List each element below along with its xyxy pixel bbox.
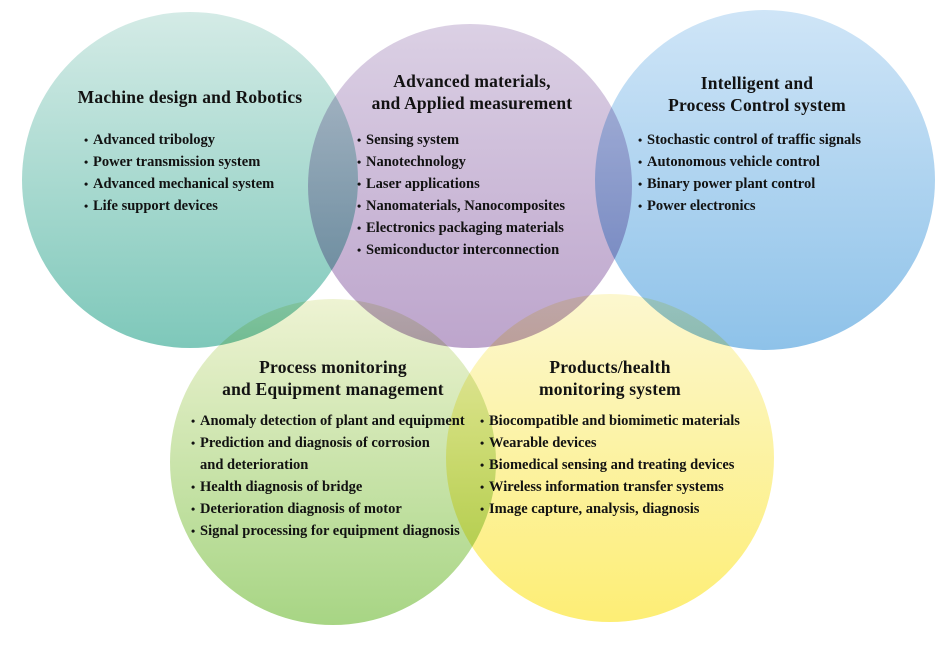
topic-text: Wearable devices — [489, 435, 597, 451]
bullet-icon: • — [357, 199, 362, 213]
topic-text: Autonomous vehicle control — [647, 154, 820, 170]
topic-item: • Stochastic control of traffic signals — [638, 129, 933, 151]
topic-text: Power transmission system — [93, 154, 261, 170]
topic-item: • Biomedical sensing and treating devices — [480, 454, 775, 476]
topic-item: • Deterioration diagnosis of motor — [191, 498, 491, 520]
topic-text: Life support devices — [93, 198, 218, 214]
bullet-icon: • — [357, 155, 362, 169]
topic-text: Stochastic control of traffic signals — [647, 132, 861, 148]
topic-text: Electronics packaging materials — [366, 220, 564, 236]
topic-item: • Signal processing for equipment diagnos… — [191, 520, 491, 542]
bullet-icon: • — [480, 480, 485, 494]
venn-circle-process — [170, 299, 496, 625]
topic-text: Nanomaterials, Nanocomposites — [366, 198, 565, 214]
topic-text: Biomedical sensing and treating devices — [489, 457, 735, 473]
bullet-icon: • — [638, 133, 643, 147]
topic-item: • Laser applications — [357, 173, 637, 195]
circle-title-machine: Machine design and Robotics — [77, 87, 303, 107]
venn-circle-materials — [308, 24, 632, 348]
venn-circle-intelligent — [595, 10, 935, 350]
topic-item: • Nanotechnology — [357, 151, 637, 173]
topic-text: Image capture, analysis, diagnosis — [489, 501, 700, 517]
topic-item: • Binary power plant control — [638, 173, 933, 195]
topic-text: Advanced tribology — [93, 132, 216, 148]
topic-text: Wireless information transfer systems — [489, 479, 724, 495]
bullet-icon: • — [638, 177, 643, 191]
topic-item: • Image capture, analysis, diagnosis — [480, 498, 775, 520]
bullet-icon: • — [638, 155, 643, 169]
topic-list-machine: • Advanced tribology • Power transmission s… — [84, 129, 354, 217]
bullet-icon: • — [84, 177, 89, 191]
bullet-icon: • — [357, 133, 362, 147]
bullet-icon: • — [191, 480, 196, 494]
topic-text: Signal processing for equipment diagnosi… — [200, 523, 460, 539]
topic-item: • Sensing system — [357, 129, 637, 151]
topic-item: • Power transmission system — [84, 151, 354, 173]
bullet-icon: • — [84, 133, 89, 147]
bullet-icon: • — [480, 414, 485, 428]
bullet-icon: • — [84, 199, 89, 213]
topic-item: • Biocompatible and biomimetic materials — [480, 410, 775, 432]
bullet-icon: • — [480, 502, 485, 516]
topic-text: Nanotechnology — [366, 154, 466, 170]
topic-item: • Wearable devices — [480, 432, 775, 454]
topic-text: Binary power plant control — [647, 176, 816, 192]
bullet-icon: • — [357, 177, 362, 191]
topic-item: • Health diagnosis of bridge — [191, 476, 491, 498]
venn-circle-products — [446, 294, 774, 622]
topic-text: Health diagnosis of bridge — [200, 479, 363, 495]
topic-item: • Nanomaterials, Nanocomposites — [357, 195, 637, 217]
topic-text: Advanced mechanical system — [93, 176, 275, 192]
topic-text: Sensing system — [366, 132, 460, 148]
topic-text: Deterioration diagnosis of motor — [200, 501, 402, 517]
topic-list-process: • Anomaly detection of plant and equipmen… — [191, 410, 491, 542]
bullet-icon: • — [191, 436, 196, 450]
topic-text: Laser applications — [366, 176, 480, 192]
bullet-icon: • — [191, 524, 196, 538]
topic-list-products: •Biocompatible and biomimetic materials•… — [480, 410, 775, 520]
topic-item: • Life support devices — [84, 195, 354, 217]
topic-list-materials: • Sensing system • Nanotechnology • Laser app… — [357, 129, 637, 261]
bullet-icon: • — [191, 502, 196, 516]
topic-item: • Advanced mechanical system — [84, 173, 354, 195]
topic-text: Semiconductor interconnection — [366, 242, 560, 258]
bullet-icon: • — [480, 458, 485, 472]
bullet-icon: • — [357, 221, 362, 235]
topic-text: Anomaly detection of plant and equipment — [200, 413, 465, 429]
bullet-icon: • — [357, 243, 362, 257]
topic-item: • Power electronics — [638, 195, 933, 217]
topic-item: • Electronics packaging materials — [357, 217, 637, 239]
topic-item: • Advanced tribology — [84, 129, 354, 151]
bullet-icon: • — [480, 436, 485, 450]
venn-circle-machine — [22, 12, 358, 348]
topic-item: • Anomaly detection of plant and equipmen… — [191, 410, 491, 432]
topic-text: Biocompatible and biomimetic materials — [489, 413, 740, 429]
topic-item: • Autonomous vehicle control — [638, 151, 933, 173]
bullet-icon: • — [191, 414, 196, 428]
circle-title-materials: Advanced materials,and Applied measureme… — [371, 71, 573, 113]
topic-item: • Wireless information transfer systems — [480, 476, 775, 498]
bullet-icon: • — [84, 155, 89, 169]
topic-list-intelligent: • Stochastic control of traffic signals • A… — [638, 129, 933, 217]
topic-item: • Semiconductor interconnection — [357, 239, 637, 261]
topic-text: Power electronics — [647, 198, 756, 214]
bullet-icon: • — [638, 199, 643, 213]
